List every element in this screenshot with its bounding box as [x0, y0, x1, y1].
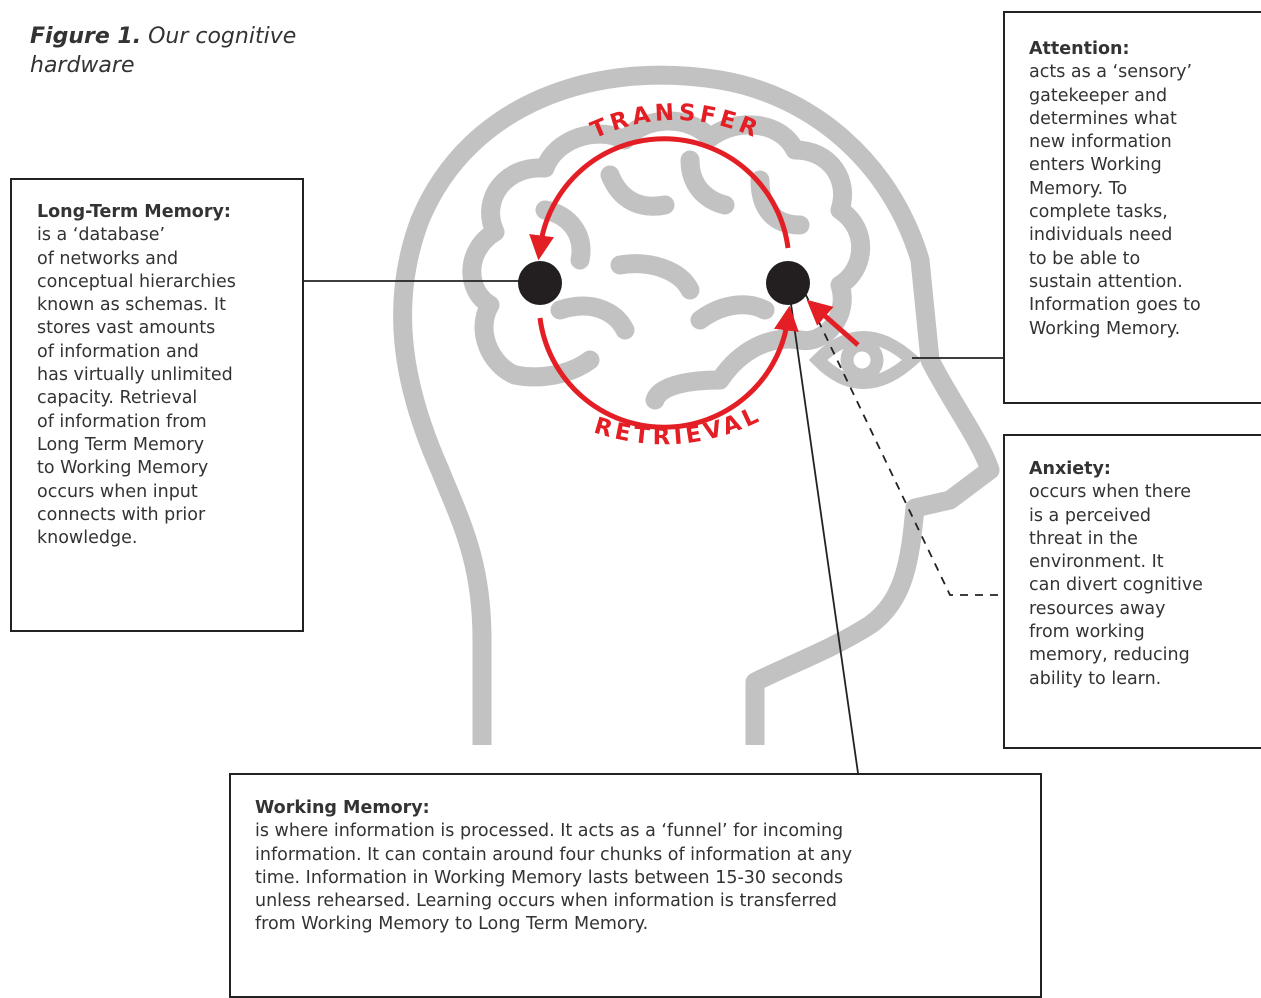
head-outline: [393, 65, 1000, 745]
attention-title: Attention:: [1029, 39, 1130, 59]
transfer-retrieval-cycle: [529, 136, 860, 430]
ltm-title: Long-Term Memory:: [37, 202, 231, 222]
connectors: [304, 280, 1003, 774]
wm-body: is where information is processed. It ac…: [255, 821, 853, 935]
wm-connector: [787, 282, 859, 774]
figure-caption: Figure 1. Our cognitive hardware: [30, 22, 310, 80]
eye-icon: [808, 331, 922, 389]
attention-body: acts as a ‘sensory’ gatekeeper and deter…: [1029, 62, 1201, 339]
brain-outline: [462, 111, 871, 410]
working-memory-node: [766, 261, 810, 305]
wm-title: Working Memory:: [255, 798, 430, 818]
long-term-memory-box: Long-Term Memory: is a ‘database’ of net…: [10, 178, 304, 632]
working-memory-box: Working Memory: is where information is …: [229, 773, 1042, 998]
anxiety-connector: [804, 292, 1003, 596]
ltm-body: is a ‘database’ of networks and conceptu…: [37, 225, 236, 549]
attention-arrow: [806, 299, 860, 347]
long-term-memory-node: [518, 261, 562, 305]
anxiety-box: Anxiety: occurs when there is a perceive…: [1003, 434, 1261, 749]
retrieval-arrow: [537, 305, 799, 430]
transfer-arrow: [529, 136, 791, 261]
anxiety-title: Anxiety:: [1029, 459, 1111, 479]
figure-title: Our cognitive hardware: [30, 24, 297, 78]
anxiety-body: occurs when there is a perceived threat …: [1029, 482, 1203, 689]
figure-number: Figure 1.: [30, 24, 142, 49]
attention-box: Attention: acts as a ‘sensory’ gatekeepe…: [1003, 11, 1261, 404]
retrieval-label: RETRIEVAL: [591, 401, 766, 450]
